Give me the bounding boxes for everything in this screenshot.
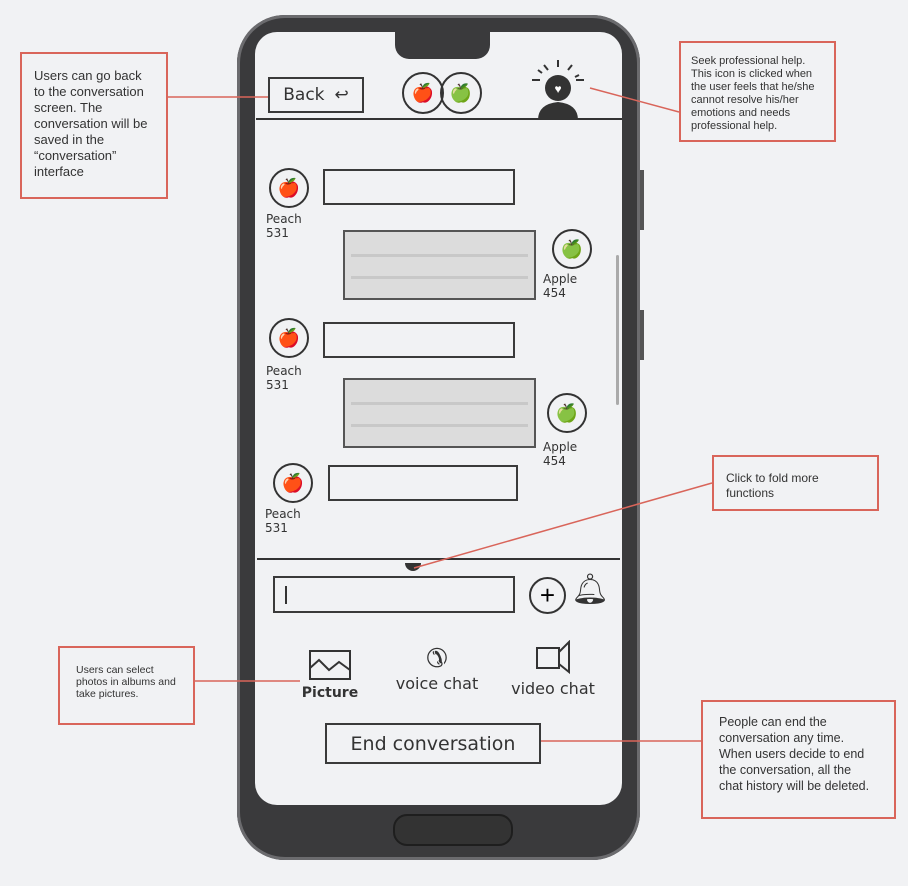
phone-notch	[395, 32, 490, 59]
message-bubble	[323, 169, 515, 205]
annotation-end: People can end the conversation any time…	[701, 700, 896, 819]
avatar-peach: 🍎	[273, 463, 313, 503]
video-camera-icon	[536, 639, 570, 675]
video-chat-label: video chat	[511, 679, 595, 698]
end-conversation-label: End conversation	[350, 732, 516, 755]
message-bubble-gray	[343, 378, 536, 448]
message-bubble	[323, 322, 515, 358]
picture-button[interactable]: Picture	[300, 650, 360, 701]
back-label: Back	[283, 85, 325, 105]
return-arrow-icon: ↩	[334, 85, 349, 105]
picture-label: Picture	[301, 685, 359, 701]
header-divider	[256, 118, 622, 120]
phone-volume-button	[640, 170, 644, 230]
professional-help-person-icon[interactable]: ♥	[530, 58, 590, 120]
bell-icon[interactable]: 🔔︎	[571, 573, 610, 606]
avatar-peach: 🍎	[269, 168, 309, 208]
back-button[interactable]: Back ↩	[268, 77, 364, 113]
sender-name: Apple 454	[543, 272, 578, 300]
fold-toggle-icon[interactable]	[405, 563, 421, 571]
message-input[interactable]	[273, 576, 515, 613]
text-cursor	[285, 586, 287, 604]
annotation-picture: Users can select photos in albums and ta…	[58, 646, 195, 725]
input-divider	[257, 558, 620, 560]
sender-name: Peach 531	[266, 212, 302, 240]
voice-chat-button[interactable]: ✆ voice chat	[392, 643, 482, 693]
svg-text:♥: ♥	[554, 82, 561, 96]
annotation-help: Seek professional help. This icon is cli…	[679, 41, 836, 142]
avatar-peach: 🍎	[269, 318, 309, 358]
sender-name: Apple 454	[543, 440, 578, 468]
phone-power-button	[640, 310, 644, 360]
annotation-fold: Click to fold more functions	[712, 455, 879, 511]
voice-chat-label: voice chat	[395, 674, 479, 693]
home-button[interactable]	[393, 814, 513, 846]
picture-icon	[309, 650, 351, 680]
sender-name: Peach 531	[266, 364, 302, 392]
message-bubble-gray	[343, 230, 536, 300]
avatar-apple: 🍏	[552, 229, 592, 269]
scrollbar[interactable]	[616, 255, 619, 405]
message-bubble	[328, 465, 518, 501]
video-chat-button[interactable]: video chat	[508, 639, 598, 698]
sender-name: Peach 531	[265, 507, 301, 535]
end-conversation-button[interactable]: End conversation	[325, 723, 541, 764]
plus-circle-icon[interactable]: +	[529, 577, 566, 614]
avatar-apple: 🍏	[547, 393, 587, 433]
annotation-back: Users can go back to the conversation sc…	[20, 52, 168, 199]
